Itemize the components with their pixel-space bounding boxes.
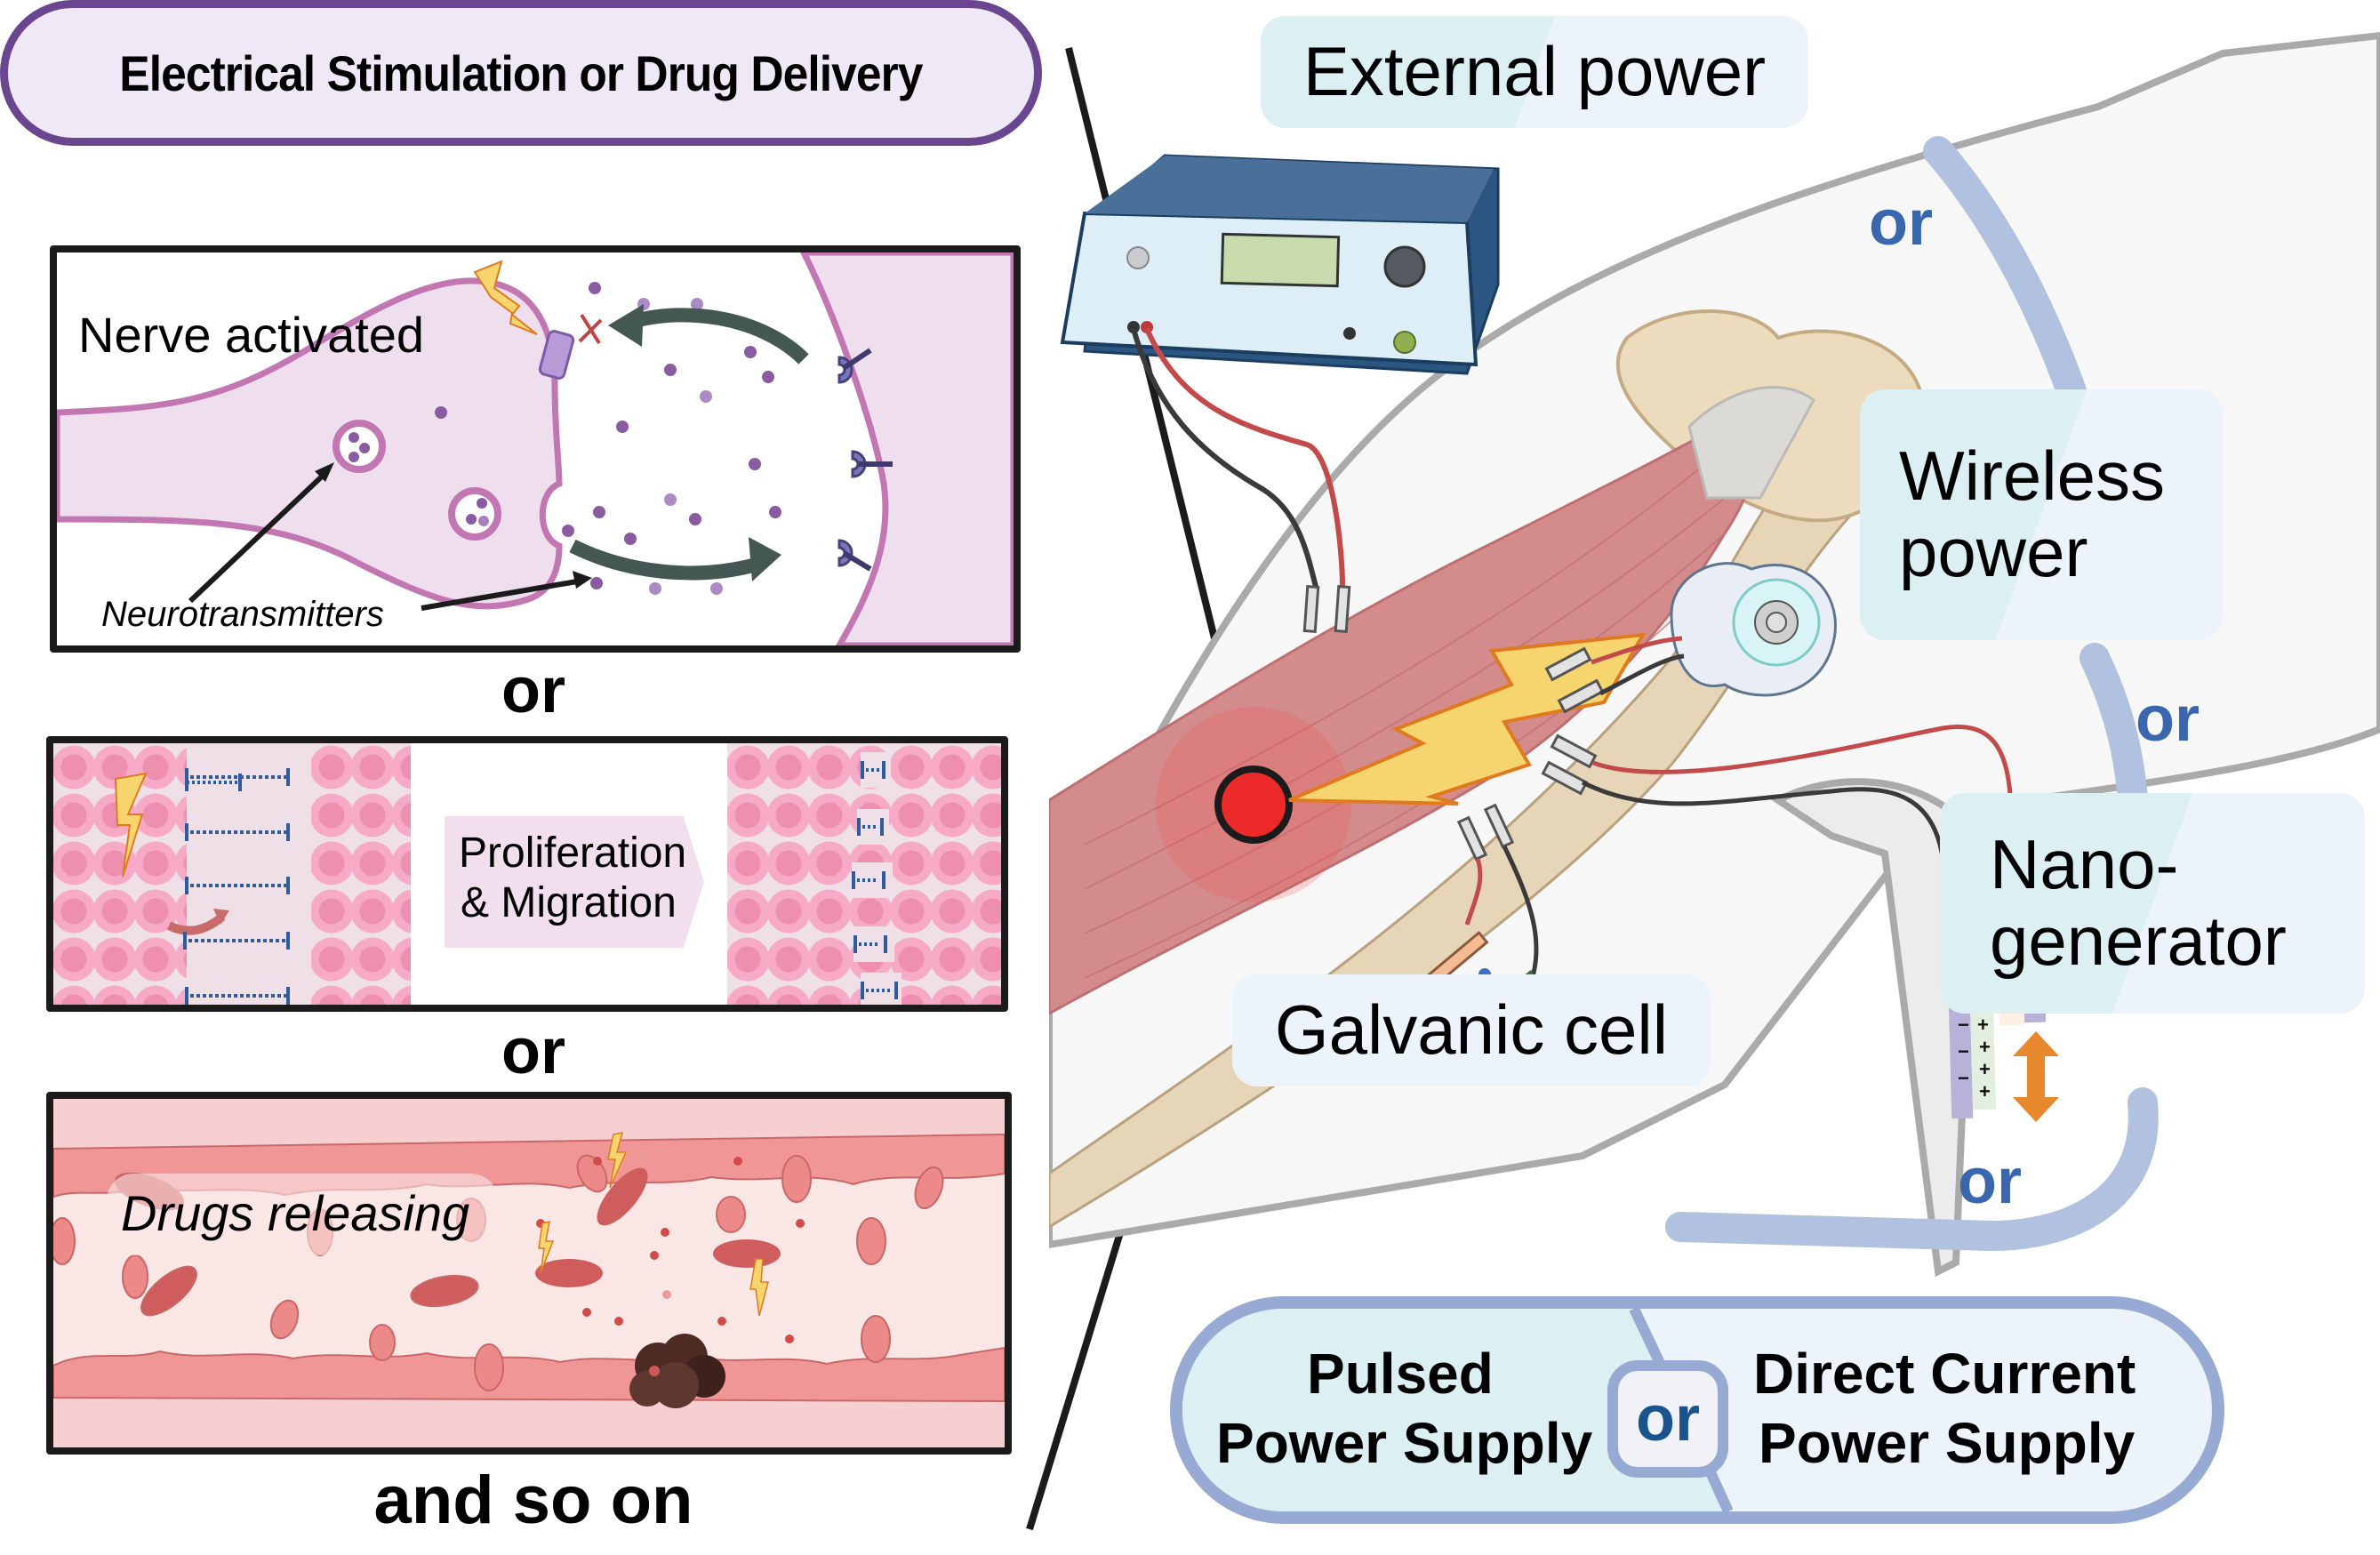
block-x-icon	[578, 313, 603, 345]
nanogenerator-label-box: Nano- generator	[1940, 793, 2365, 1014]
wire-red	[1144, 327, 1345, 588]
nanogenerator-label-line1: Nano-	[1990, 825, 2179, 904]
blood-vessel-panel: Drugs releasing	[46, 1092, 1012, 1455]
electrode	[1302, 585, 1605, 862]
forearm	[1771, 778, 1978, 1278]
migration-label: & Migration	[461, 879, 677, 926]
vesicle	[448, 487, 501, 541]
clot	[629, 1334, 725, 1408]
or-connector-label: or	[2136, 684, 2200, 755]
wire-black	[1131, 328, 1318, 588]
wire-red	[1592, 725, 2014, 812]
release-arrow-head	[749, 537, 781, 581]
wound-overlay	[114, 768, 290, 1005]
drugs-releasing-label-bg	[107, 1174, 498, 1255]
footer-text: and so on	[373, 1463, 693, 1538]
lightning-bolt-icon	[114, 772, 148, 878]
annotation-arrow	[188, 472, 326, 604]
svg-text:−: −	[1958, 1040, 1969, 1062]
drug-particles	[536, 1147, 805, 1343]
wireless-label-line2: power	[1899, 513, 2088, 591]
svg-text:−: −	[1958, 1067, 1969, 1089]
svg-text:+: +	[1979, 1058, 1991, 1080]
or-connector-arc	[1665, 1087, 2159, 1252]
nerve-illustration	[57, 252, 1014, 645]
wire-black	[1502, 845, 1539, 988]
cell-layer-right	[311, 743, 411, 1005]
power-supply-pill	[1170, 1296, 2224, 1524]
receptor-icon	[837, 348, 893, 572]
svg-text:+: +	[1979, 1036, 1991, 1058]
nerve-activated-label: Nerve activated	[78, 307, 425, 363]
proliferation-label: Proliferation	[459, 830, 687, 877]
device-display	[1220, 232, 1341, 288]
reuptake-arrow	[623, 308, 809, 365]
or-connector-label: or	[1869, 188, 1933, 259]
drugs-releasing-label: Drugs releasing	[121, 1185, 470, 1241]
external-power-label: External power	[1302, 32, 1767, 111]
ion-channel-icon	[538, 330, 575, 380]
pill-or-badge: or	[1607, 1360, 1728, 1478]
wire-black	[1581, 780, 1948, 899]
galvanic-cell-label: Galvanic cell	[1274, 990, 1669, 1070]
vessel-illustration	[53, 1099, 1005, 1447]
svg-text:+: +	[1977, 1014, 1989, 1036]
wire-black	[1599, 653, 1685, 696]
reuptake-arrow-head	[608, 304, 644, 347]
svg-text:+: +	[1979, 1080, 1991, 1102]
wound-healing-panel: Proliferation & Migration	[46, 736, 1008, 1012]
title-text: Electrical Stimulation or Drug Delivery	[119, 44, 923, 101]
annotation-arrow	[421, 579, 578, 611]
pulsed-label-line1: Pulsed	[1307, 1342, 1494, 1406]
nanogenerator-label-line2: generator	[1990, 902, 2287, 980]
wire-red	[1591, 636, 1683, 665]
title-pill: Electrical Stimulation or Drug Delivery	[0, 0, 1042, 146]
or-connector-arc	[1923, 136, 2087, 406]
lightning-bolt-icon	[473, 260, 538, 335]
endothelial-bottom	[53, 1346, 1005, 1403]
nerve-panel: Nerve activated Neurotransmitters	[50, 245, 1021, 653]
migration-arrow	[166, 913, 226, 935]
after-gap-markers	[852, 752, 902, 1005]
pill-or-label: or	[1636, 1383, 1700, 1455]
arm-illustration: −−−−−−− +++++++++ −−−−−− +++++++++	[1049, 31, 2380, 1278]
svg-text:−: −	[1958, 1014, 1969, 1036]
stimulation-point	[1214, 765, 1293, 844]
tendon	[1687, 386, 1815, 500]
neurotransmitters-label: Neurotransmitters	[101, 595, 384, 634]
gap-region	[187, 743, 311, 1005]
release-arrow	[569, 539, 762, 581]
or-separator: or	[501, 1016, 565, 1087]
wire-red	[1464, 858, 1483, 926]
device-knob	[1383, 245, 1426, 288]
external-power-device	[1060, 154, 1500, 375]
or-separator: or	[501, 655, 565, 726]
lightning-bolt-icon	[538, 1132, 769, 1317]
vesicle	[333, 420, 386, 473]
external-power-label-box: External power	[1261, 16, 1808, 128]
up-down-arrow-icon	[2013, 1031, 2059, 1122]
or-connector-label: or	[1958, 1146, 2022, 1217]
postsynaptic-cell	[800, 252, 1014, 645]
neurotransmitter-dots	[435, 282, 781, 595]
gap-width-markers	[185, 773, 242, 791]
wireless-power-label-box: Wireless power	[1860, 389, 2223, 640]
wireless-coil-device	[1670, 562, 1837, 697]
dc-label-line1: Direct Current	[1753, 1342, 2136, 1406]
device-led	[1393, 331, 1416, 354]
process-arrow	[445, 816, 704, 948]
pulsed-label-line2: Power Supply	[1216, 1411, 1593, 1475]
galvanic-cell-label-box: Galvanic cell	[1232, 974, 1711, 1086]
wireless-label-line1: Wireless	[1899, 437, 2166, 516]
dc-label-line2: Power Supply	[1759, 1411, 2136, 1475]
presynaptic-terminal	[57, 277, 563, 610]
ruptured-carriers	[535, 1167, 781, 1287]
